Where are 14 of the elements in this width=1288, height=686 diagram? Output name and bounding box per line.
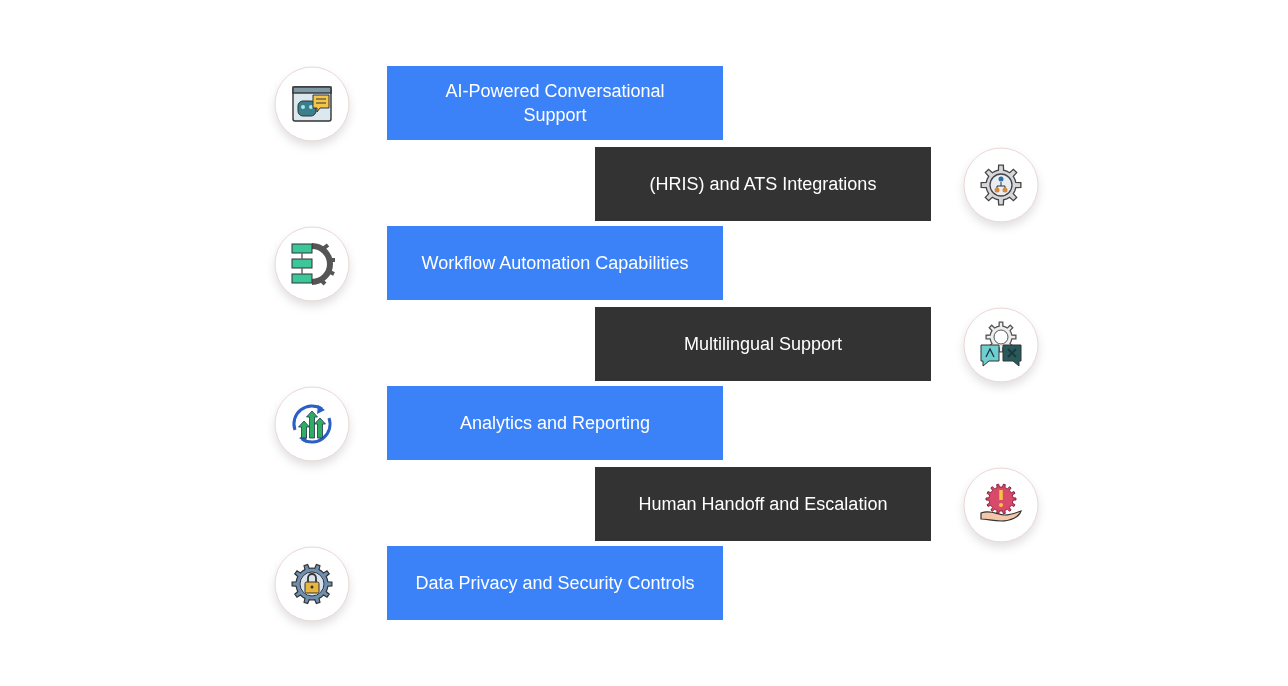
feature-label: Data Privacy and Security Controls: [415, 572, 695, 595]
feature-box: [387, 66, 723, 140]
feature-label: AI-Powered Conversational Support: [444, 80, 666, 127]
feature-box: [387, 546, 723, 620]
feature-box: [595, 307, 931, 381]
feature-box: [595, 147, 931, 221]
feature-box: [387, 386, 723, 460]
feature-label: Workflow Automation Capabilities: [421, 252, 689, 275]
feature-box: [387, 226, 723, 300]
feature-label: (HRIS) and ATS Integrations: [649, 173, 877, 196]
feature-label: Human Handoff and Escalation: [638, 493, 888, 516]
feature-label: Analytics and Reporting: [459, 412, 651, 435]
feature-box: [595, 467, 931, 541]
feature-label: Multilingual Support: [683, 333, 843, 356]
